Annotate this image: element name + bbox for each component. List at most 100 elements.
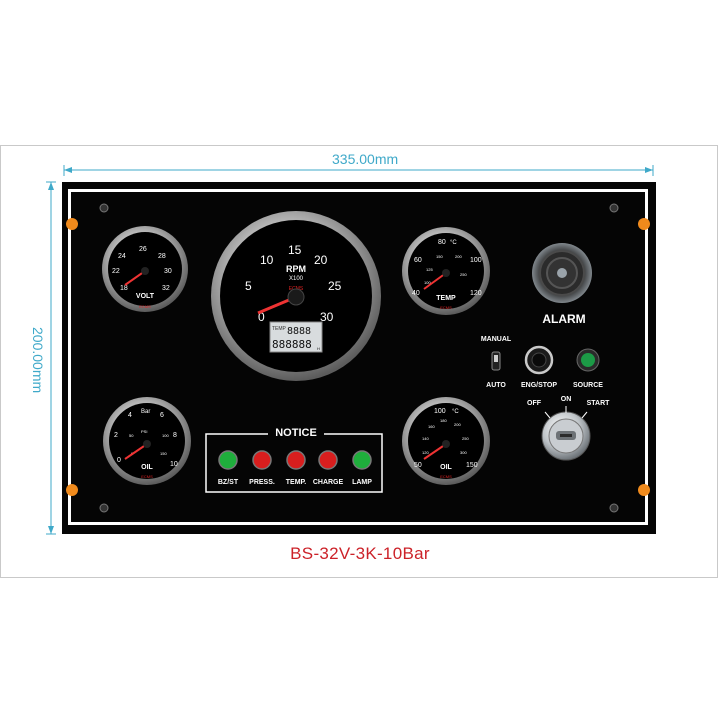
oil-pressure-inner-tick: 50 (129, 433, 134, 438)
oil-pressure-inner-tick: 100 (162, 433, 169, 438)
lamp-lamp-icon (352, 450, 372, 470)
oil-pressure-tick: 0 (117, 457, 121, 464)
oil-temp-inner-tick: 250 (462, 436, 469, 441)
notice-lamps (218, 450, 372, 470)
lcd-top: 8888 (287, 326, 311, 337)
volt-tick: 32 (162, 285, 170, 292)
rpm-tick: 15 (288, 243, 302, 257)
temp-inner-tick: 100 (424, 280, 431, 285)
mode-toggle-switch (491, 351, 501, 371)
lamp-press-icon (252, 450, 272, 470)
model-label: BS-32V-3K-10Bar (290, 544, 430, 563)
oil-pressure-tick: 2 (114, 432, 118, 439)
mount-dot-top-right (638, 218, 650, 230)
lamp-label-temp: TEMP. (285, 479, 307, 486)
lcd-bottom: 888888 (272, 338, 312, 351)
volt-tick: 28 (158, 253, 166, 260)
oil-temp-unit: °C (452, 409, 459, 415)
key-on-label: ON (560, 396, 572, 403)
lamp-label-press: PRESS. (249, 479, 275, 486)
source-label: SOURCE (573, 382, 603, 389)
temp-tick: 120 (470, 290, 482, 297)
rpm-lcd-display (269, 321, 323, 353)
oil-temp-inner-tick: 200 (454, 422, 461, 427)
lcd-tag: TEMP (272, 326, 287, 332)
screw-icon (609, 203, 619, 213)
oil-pressure-inner-tick: 150 (160, 451, 167, 456)
temp-tick: 100 (470, 257, 482, 264)
rpm-tick: 5 (245, 279, 252, 293)
oil-temp-tick: 100 (434, 408, 446, 415)
mount-dot-bottom-left (66, 484, 78, 496)
rpm-tick: 25 (328, 279, 342, 293)
oil-temp-inner-tick: 300 (460, 450, 467, 455)
oil-pressure-label: OIL (141, 464, 153, 471)
oil-pressure-inner-unit: PSI (141, 429, 147, 434)
lamp-charge-icon (318, 450, 338, 470)
temp-label: TEMP (436, 295, 456, 302)
temp-inner-tick: 150 (436, 254, 443, 259)
rpm-tick: 30 (320, 310, 334, 324)
oil-pressure-gauge: 0 2 4 6 8 10 Bar PSI 0 50 100 150 OIL EC… (103, 397, 191, 485)
alarm-buzzer-icon (532, 243, 592, 303)
rpm-sublabel: X100 (289, 276, 304, 282)
eng-stop-label: ENG/STOP (520, 382, 558, 389)
volt-tick: 26 (139, 246, 147, 253)
lamp-bz-st-icon (218, 450, 238, 470)
width-dimension-label: 335.00mm (332, 151, 399, 167)
brand-logo: ECMS (440, 474, 452, 479)
temp-inner-tick: 125 (426, 267, 433, 272)
key-start-label: START (586, 400, 610, 407)
oil-pressure-tick: 8 (173, 432, 177, 439)
temp-tick: 60 (414, 257, 422, 264)
panel-border (68, 189, 648, 525)
mount-dot-bottom-right (638, 484, 650, 496)
volt-tick: 30 (164, 268, 172, 275)
auto-label: AUTO (486, 382, 506, 389)
volt-gauge: 18 22 24 26 28 30 32 VOLT ECMS (102, 226, 188, 312)
rpm-tick: 20 (314, 253, 328, 267)
oil-temp-inner-tick: 160 (428, 424, 435, 429)
screw-icon (99, 503, 109, 513)
alarm-label: ALARM (542, 312, 586, 326)
temp-inner-tick: 250 (460, 272, 467, 277)
lamp-temp-icon (286, 450, 306, 470)
lamp-label-charge: CHARGE (312, 479, 344, 486)
temp-unit: °C (450, 240, 457, 246)
temp-inner-tick: 200 (455, 254, 462, 259)
volt-tick: 22 (112, 268, 120, 275)
rpm-tick: 10 (260, 253, 274, 267)
oil-temp-tick: 150 (466, 462, 478, 469)
lamp-label-bz-st: BZ/ST (217, 479, 239, 486)
lamp-label-lamp: LAMP (352, 479, 372, 486)
notice-title: NOTICE (275, 427, 317, 439)
brand-logo: ECMS (440, 305, 452, 310)
lcd-unit: H (317, 346, 320, 351)
eng-stop-button-icon (524, 345, 554, 375)
oil-pressure-tick: 4 (128, 412, 132, 419)
image-frame (0, 145, 718, 578)
temp-tick: 40 (412, 290, 420, 297)
rpm-tick: 0 (258, 310, 265, 324)
oil-temp-gauge: 50 100 150 °C 120 140 160 180 200 250 30… (402, 397, 490, 485)
volt-label: VOLT (136, 293, 155, 300)
screw-icon (99, 203, 109, 213)
key-off-label: OFF (527, 400, 541, 407)
oil-temp-inner-tick: 120 (422, 450, 429, 455)
source-lamp-icon (576, 348, 600, 372)
mount-dot-top-left (66, 218, 78, 230)
manual-label: MANUAL (480, 336, 512, 343)
oil-pressure-tick: 6 (160, 412, 164, 419)
oil-pressure-tick: 10 (170, 461, 178, 468)
temp-gauge: 40 60 80 100 120 °C 100 125 150 200 250 … (402, 227, 490, 315)
oil-temp-inner-tick: 140 (422, 436, 429, 441)
oil-temp-label: OIL (440, 464, 452, 471)
brand-logo: ECMS (141, 474, 153, 479)
temp-tick: 80 (438, 239, 446, 246)
oil-temp-inner-tick: 180 (440, 418, 447, 423)
rpm-label: RPM (286, 264, 306, 274)
volt-tick: 18 (120, 285, 128, 292)
screw-icon (609, 503, 619, 513)
key-switch-icon (541, 411, 591, 461)
